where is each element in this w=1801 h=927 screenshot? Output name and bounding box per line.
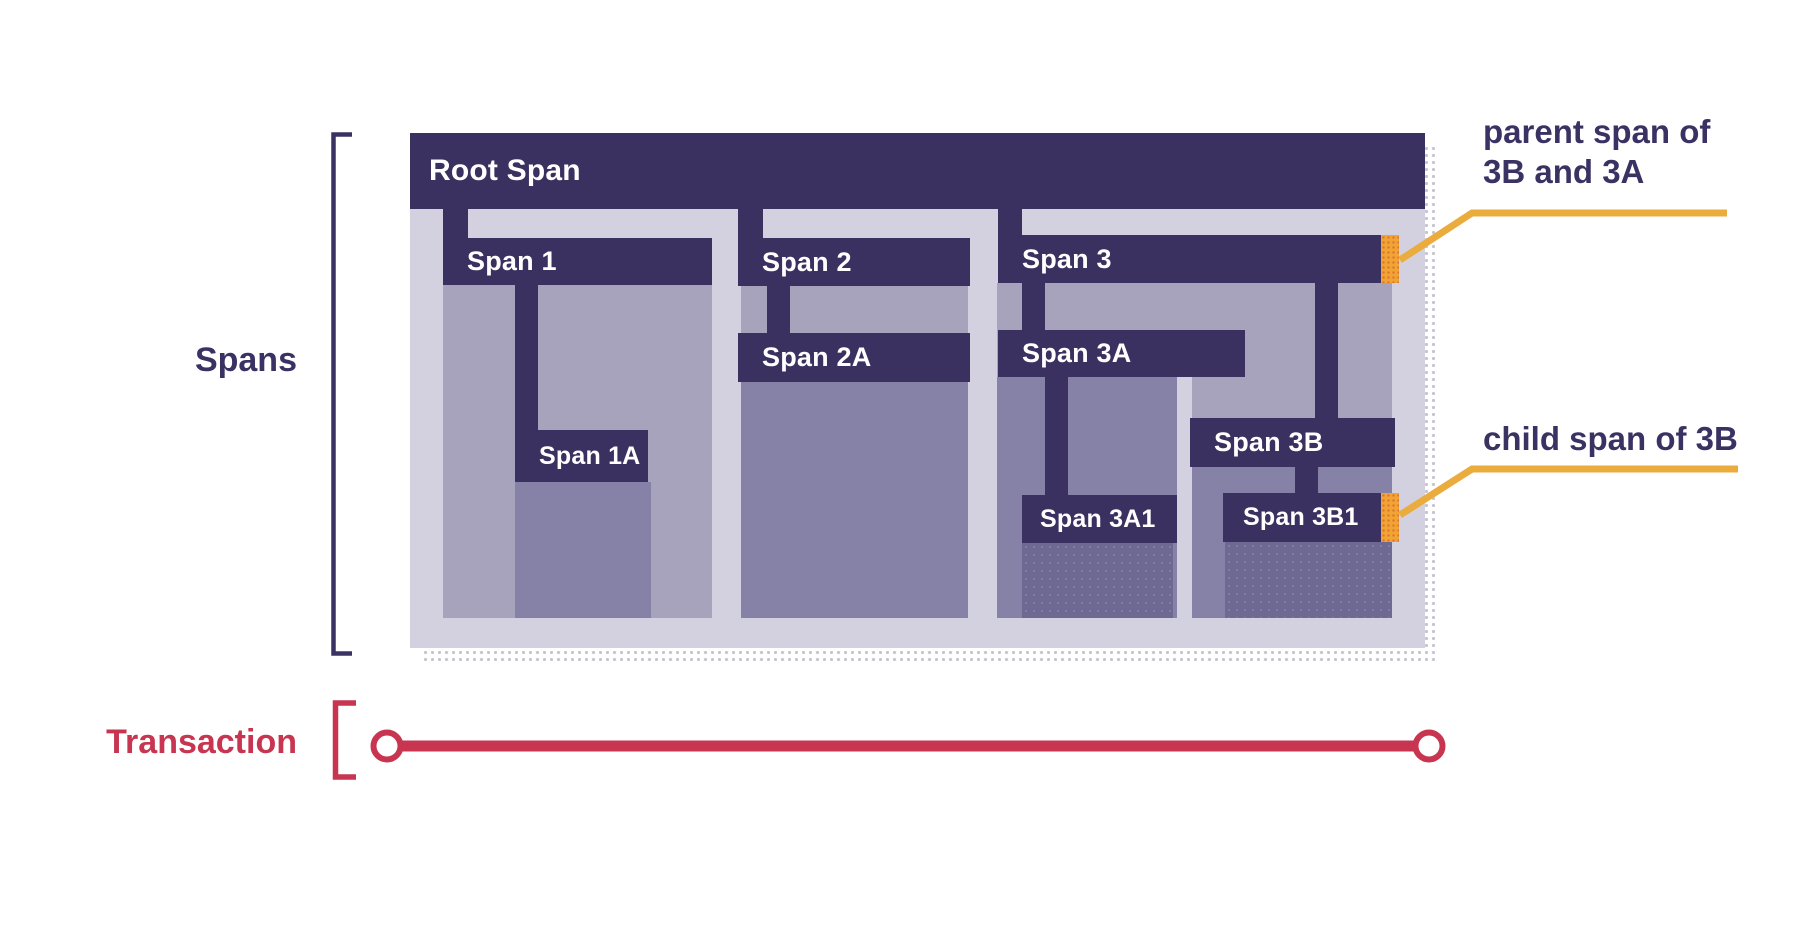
duration-bg-span2a bbox=[741, 382, 968, 618]
connector-root-span2 bbox=[738, 209, 763, 239]
parent-span-annotation: parent span of 3B and 3A bbox=[1483, 112, 1710, 192]
span-bar-span3b1: Span 3B1 bbox=[1223, 493, 1399, 542]
span-bar-span3b: Span 3B bbox=[1190, 418, 1395, 467]
highlight-cap-span3 bbox=[1381, 235, 1399, 283]
span-bar-span1: Span 1 bbox=[443, 238, 712, 285]
connector-root-span1 bbox=[443, 209, 468, 239]
annotation-line2: 3B and 3A bbox=[1483, 153, 1645, 190]
highlight-cap-span3b1 bbox=[1381, 493, 1399, 542]
span-bar-span1a: Span 1A bbox=[515, 430, 648, 482]
transaction-bracket bbox=[332, 700, 356, 780]
span-bar-label: Span 3A bbox=[1022, 338, 1132, 368]
duration-bg-span3a1 bbox=[1022, 543, 1173, 618]
child-annotation-line bbox=[1398, 465, 1738, 518]
connector-root-span3 bbox=[998, 209, 1022, 236]
spans-label: Spans bbox=[194, 341, 297, 379]
span-bar-label: Span 3B bbox=[1214, 427, 1324, 457]
span-bar-label: Span 1A bbox=[539, 441, 641, 470]
connector-span3-span3a bbox=[1022, 283, 1045, 331]
child-span-annotation: child span of 3B bbox=[1483, 420, 1738, 457]
span-bar-span3: Span 3 bbox=[998, 235, 1399, 283]
connector-span3a-span3a1 bbox=[1045, 377, 1068, 496]
connector-span3b-span3b1 bbox=[1295, 467, 1318, 494]
span-bar-label: Span 3A1 bbox=[1040, 504, 1156, 533]
timeline-start-circle bbox=[370, 729, 404, 763]
span-bar-root: Root Span bbox=[410, 133, 1425, 209]
span-bar-span3a1: Span 3A1 bbox=[1022, 495, 1177, 543]
spans-bracket bbox=[331, 132, 352, 656]
span-bar-label: Root Span bbox=[429, 154, 581, 187]
duration-bg-span1a bbox=[515, 482, 651, 618]
transaction-label: Transaction bbox=[106, 723, 297, 761]
span-bar-label: Span 2A bbox=[762, 342, 872, 372]
span-bar-label: Span 2 bbox=[762, 246, 852, 277]
span-bar-label: Span 3 bbox=[1022, 243, 1112, 274]
connector-span1-span1a bbox=[515, 285, 538, 431]
parent-annotation-line bbox=[1398, 209, 1727, 263]
span-bar-label: Span 3B1 bbox=[1243, 503, 1359, 531]
span-bar-span2: Span 2 bbox=[738, 238, 970, 286]
connector-span3-span3b bbox=[1315, 283, 1338, 419]
span-bar-span3a: Span 3A bbox=[998, 330, 1245, 377]
timeline-end-circle bbox=[1412, 729, 1446, 763]
span-bar-span2a: Span 2A bbox=[738, 333, 970, 382]
connector-span2-span2a bbox=[767, 286, 790, 334]
duration-bg-span3b1 bbox=[1225, 542, 1392, 618]
annotation-line1: parent span of bbox=[1483, 113, 1711, 150]
container-gap-strip bbox=[1177, 377, 1192, 618]
span-bar-label: Span 1 bbox=[467, 246, 557, 276]
